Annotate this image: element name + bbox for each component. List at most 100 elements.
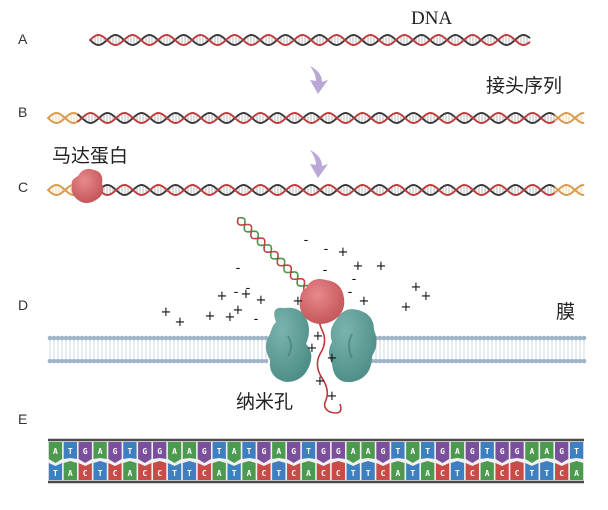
positive-charge-11: + — [161, 305, 172, 320]
base-top-28 — [465, 442, 479, 463]
base-bottom-letter-25: A — [425, 469, 430, 478]
base-top-letter-11: T — [217, 447, 222, 456]
positive-charge-5: + — [217, 289, 228, 304]
base-bottom-letter-33: T — [544, 469, 549, 478]
positive-charge-1: + — [353, 259, 364, 274]
base-top-letter-8: A — [172, 447, 177, 456]
base-bottom-27 — [450, 461, 465, 480]
base-top-letter-0: A — [53, 447, 58, 456]
base-bottom-letter-2: C — [83, 469, 88, 478]
base-bottom-letter-1: A — [68, 469, 73, 478]
positive-charge-19: + — [315, 374, 326, 389]
base-bottom-letter-5: A — [127, 469, 132, 478]
base-bottom-5 — [123, 461, 137, 480]
base-top-15 — [272, 442, 286, 459]
base-bottom-25 — [421, 461, 435, 480]
positive-charge-6: + — [293, 294, 304, 309]
base-bottom-letter-34: C — [559, 469, 564, 478]
row-label-c: C — [18, 179, 28, 195]
base-bottom-letter-15: T — [276, 469, 281, 478]
base-bottom-10 — [197, 463, 211, 480]
base-bottom-letter-7: C — [157, 469, 162, 478]
base-top-letter-28: G — [470, 447, 475, 456]
base-bottom-letter-29: A — [485, 469, 490, 478]
base-top-29 — [480, 442, 494, 459]
base-bottom-6 — [138, 463, 152, 480]
base-bottom-letter-27: T — [455, 469, 460, 478]
base-top-letter-24: A — [410, 447, 415, 456]
down-arrow-icon-1 — [310, 66, 328, 94]
motor-protein-label: 马达蛋白 — [52, 145, 128, 167]
dna-label: DNA — [411, 8, 452, 29]
base-bottom-20 — [346, 463, 360, 480]
base-top-33 — [540, 442, 554, 459]
down-arrow-icon-2 — [310, 150, 328, 178]
base-bottom-letter-17: A — [306, 469, 311, 478]
base-top-16 — [287, 442, 301, 463]
base-bottom-letter-0: T — [53, 469, 58, 478]
base-top-22 — [376, 442, 390, 463]
positive-charge-20: + — [327, 389, 338, 404]
adapter-label: 接头序列 — [486, 75, 562, 97]
base-bottom-4 — [108, 463, 122, 480]
positive-charge-16: + — [313, 329, 324, 344]
positive-charge-7: + — [359, 294, 370, 309]
base-top-letter-35: T — [574, 447, 579, 456]
base-bottom-28 — [465, 463, 479, 480]
base-top-10 — [197, 442, 211, 463]
positive-charge-15: + — [233, 303, 244, 318]
base-bottom-23 — [391, 461, 405, 480]
base-bottom-letter-6: C — [142, 469, 147, 478]
base-top-letter-26: G — [440, 447, 445, 456]
base-top-letter-30: G — [500, 447, 505, 456]
base-bottom-19 — [331, 461, 345, 480]
positive-charge-9: + — [421, 289, 432, 304]
motor-protein-d — [299, 279, 345, 324]
base-bottom-32 — [525, 463, 539, 480]
dna-helix-b-with-adapters — [47, 112, 585, 124]
base-top-8 — [167, 442, 182, 463]
base-top-35 — [569, 442, 584, 459]
positive-charge-12: + — [175, 315, 186, 330]
nanopore-protein — [266, 307, 377, 383]
base-top-letter-16: G — [291, 447, 296, 456]
negative-charge-8: - — [352, 272, 357, 287]
base-top-letter-33: A — [544, 447, 549, 456]
base-bottom-letter-24: T — [410, 469, 415, 478]
base-top-letter-9: A — [187, 447, 192, 456]
negative-charge-3: - — [234, 285, 239, 300]
base-top-letter-31: G — [515, 447, 520, 456]
base-top-letter-14: G — [261, 447, 266, 456]
base-top-12 — [227, 442, 241, 463]
base-top-letter-7: G — [157, 447, 162, 456]
base-top-letter-29: T — [485, 447, 490, 456]
row-label-d: D — [18, 297, 28, 313]
base-bottom-8 — [167, 463, 182, 480]
base-bottom-letter-9: T — [187, 469, 192, 478]
base-top-letter-20: A — [351, 447, 356, 456]
base-top-9 — [182, 442, 197, 459]
base-bottom-26 — [435, 463, 450, 480]
base-bottom-3 — [93, 461, 107, 480]
nanopore-label: 纳米孔 — [236, 391, 293, 413]
base-top-letter-1: T — [68, 447, 73, 456]
base-bottom-letter-8: T — [172, 469, 177, 478]
base-bottom-24 — [406, 463, 420, 480]
base-bottom-letter-16: C — [291, 469, 296, 478]
row-label-a: A — [18, 31, 28, 47]
base-bottom-7 — [153, 461, 167, 480]
base-top-4 — [108, 442, 122, 463]
base-bottom-12 — [227, 463, 241, 480]
base-bottom-letter-4: C — [113, 469, 118, 478]
base-top-20 — [346, 442, 360, 463]
base-top-14 — [257, 442, 271, 463]
membrane-label: 膜 — [556, 301, 575, 323]
positive-charge-14: + — [225, 310, 236, 325]
positive-charge-8: + — [411, 280, 422, 295]
base-top-17 — [301, 442, 316, 459]
base-top-letter-19: G — [336, 447, 341, 456]
base-bottom-17 — [301, 461, 316, 480]
dna-helix-c-with-adapters — [47, 184, 585, 196]
row-label-b: B — [18, 104, 27, 120]
base-bottom-11 — [212, 461, 226, 480]
